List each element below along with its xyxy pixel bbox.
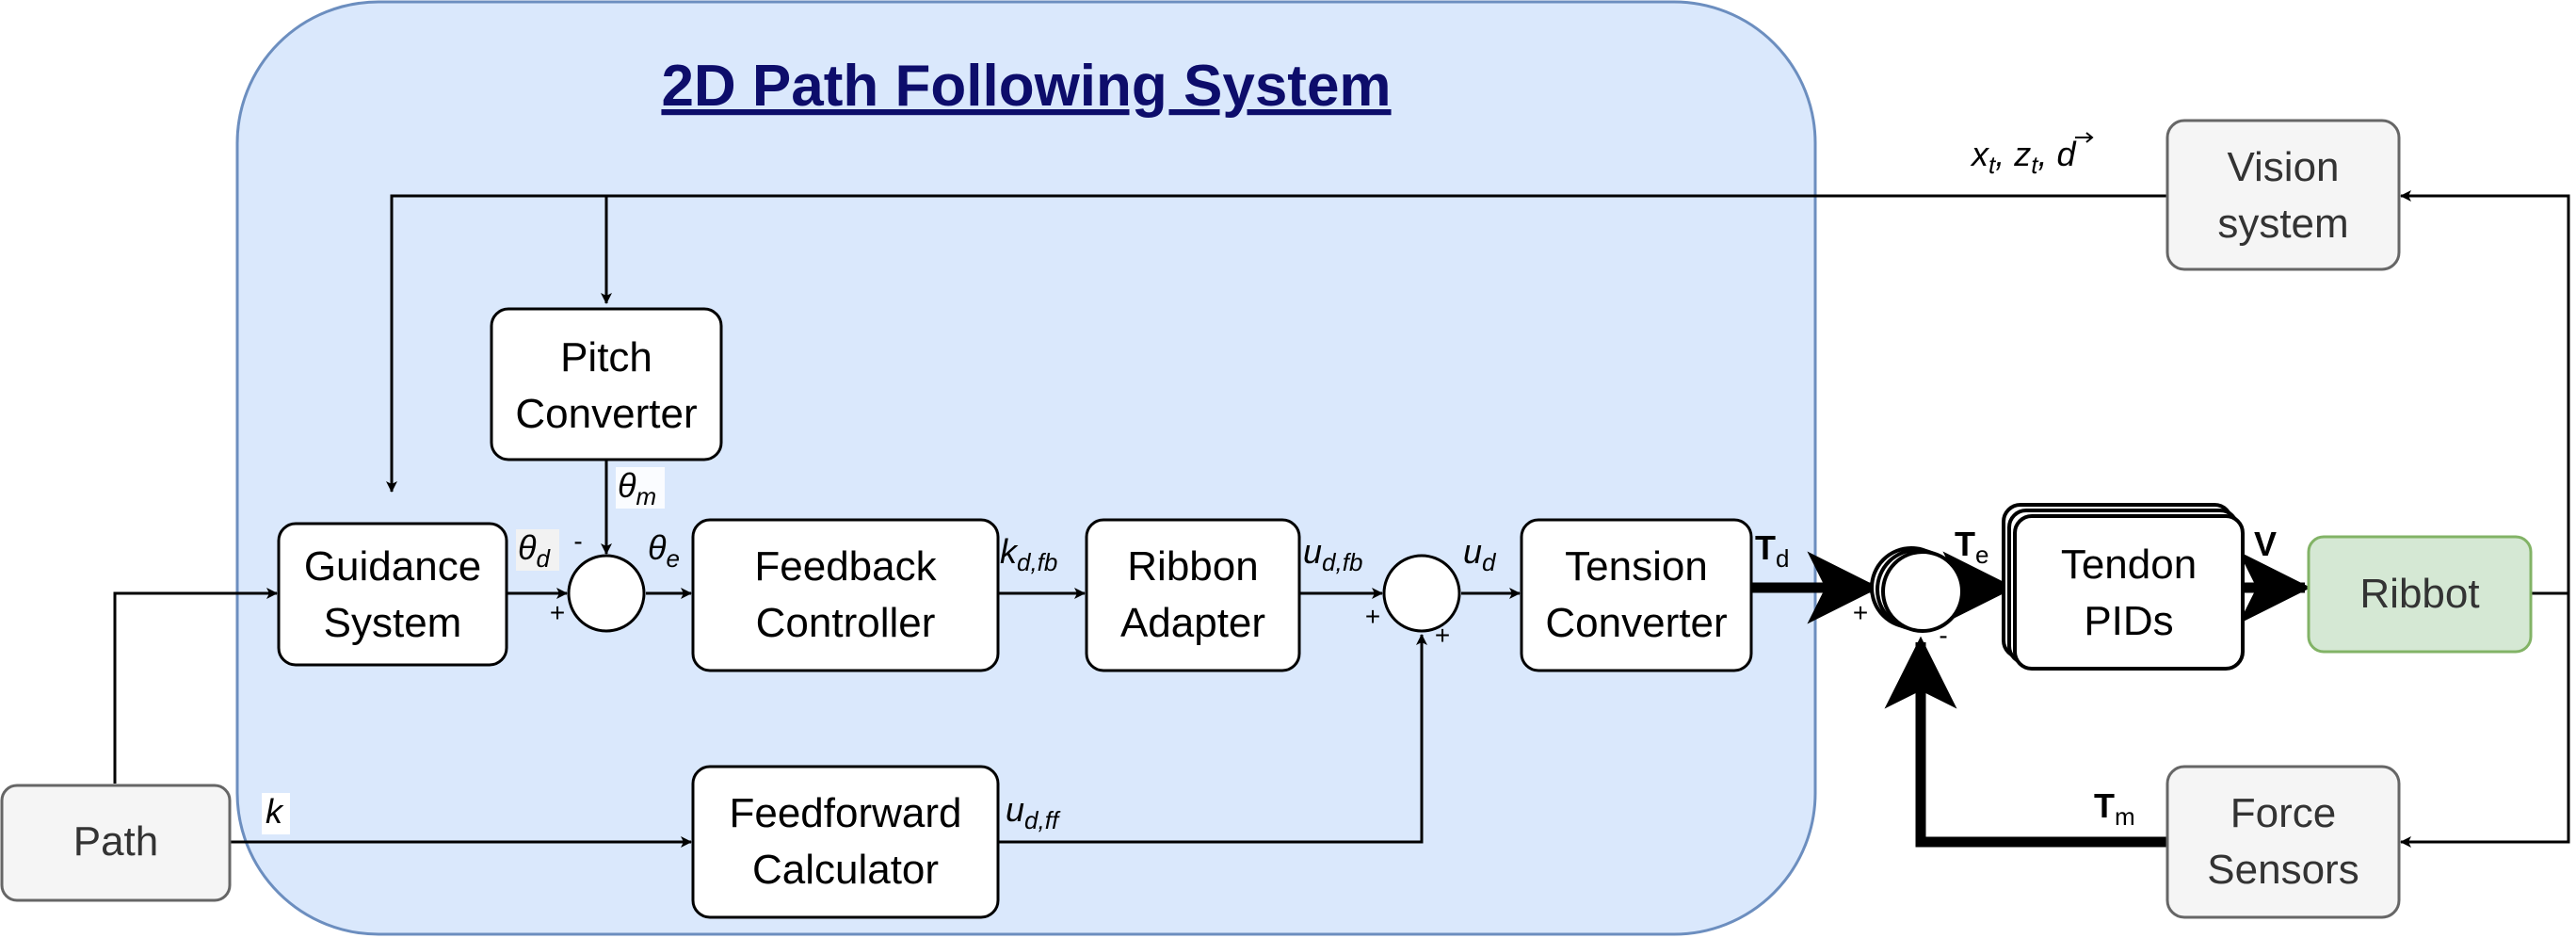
svg-text:Converter: Converter — [1545, 600, 1727, 646]
k-label: k — [266, 792, 284, 831]
path-block: Path — [0, 784, 232, 902]
u-dff-label: ud,ff — [1006, 790, 1061, 834]
pitch-converter-block: Pitch Converter — [490, 307, 723, 461]
svg-text:Feedback: Feedback — [754, 543, 937, 590]
svg-text:system: system — [2217, 201, 2348, 247]
k-label-bg — [262, 793, 290, 834]
svg-text:Ribbot: Ribbot — [2359, 571, 2479, 617]
svg-text:Tension: Tension — [1565, 543, 1708, 590]
sum1-plus-sign: + — [550, 598, 565, 627]
vision-system-block: Vision system — [2165, 119, 2401, 271]
u-d-label: ud — [1463, 532, 1497, 576]
theta-d-label-bg — [516, 529, 559, 571]
svg-text:Vision: Vision — [2227, 144, 2339, 190]
t-m-line — [1884, 636, 2167, 848]
svg-text:Feedforward: Feedforward — [729, 790, 961, 836]
ribbot-block: Ribbot — [2307, 535, 2533, 654]
svg-text:PIDs: PIDs — [2084, 598, 2173, 644]
tension-converter-block: Tension Converter — [1520, 518, 1753, 672]
ribbon-adapter-block: Ribbon Adapter — [1085, 518, 1301, 672]
tendon-pids-block: Tendon PIDs — [2002, 503, 2245, 671]
svg-text:Converter: Converter — [515, 391, 697, 437]
path-to-guidance-line — [113, 588, 278, 784]
summing-junction-control — [1382, 554, 1461, 633]
sum1-minus-sign: - — [573, 526, 582, 556]
system-container — [235, 0, 1817, 936]
connectors — [113, 190, 2570, 848]
feedback-controller-block: Feedback Controller — [691, 518, 1000, 672]
sum3-minus-sign: - — [1939, 621, 1947, 650]
svg-text:Pitch: Pitch — [560, 334, 652, 380]
ribbot-to-force-line — [2400, 593, 2570, 848]
theta-m-label: θm — [618, 466, 656, 510]
v-label: V — [2254, 525, 2277, 563]
sum2-plus-bottom-sign: + — [1435, 621, 1450, 650]
theta-d-label: θd — [518, 528, 552, 573]
feedforward-calculator-block: Feedforward Calculator — [691, 765, 1000, 919]
force-sensors-block: Force Sensors — [2165, 765, 2401, 919]
sum2-plus-left-sign: + — [1365, 602, 1380, 631]
svg-text:System: System — [324, 600, 462, 646]
svg-text:Force: Force — [2230, 790, 2336, 836]
thick-connectors — [1751, 551, 2311, 848]
k-dfb-label: kd,fb — [1000, 532, 1057, 576]
summing-junction-tension — [1870, 546, 1964, 633]
svg-text:Guidance: Guidance — [304, 543, 481, 590]
guidance-system-block: Guidance System — [277, 522, 508, 667]
svg-text:Sensors: Sensors — [2207, 847, 2359, 893]
sum3-plus-sign: + — [1853, 598, 1868, 627]
ribbot-output-line — [2400, 190, 2570, 595]
u-dff-line — [998, 634, 1427, 844]
theta-e-label: θe — [648, 528, 680, 573]
vision-output-label: xt, zt, d — [1970, 135, 2077, 179]
system-title: 2D Path Following System — [661, 54, 1391, 119]
t-d-label: Td — [1755, 528, 1789, 573]
svg-text:Path: Path — [73, 818, 159, 865]
theta-m-label-bg — [616, 467, 665, 509]
svg-text:Adapter: Adapter — [1120, 600, 1265, 646]
svg-text:Calculator: Calculator — [752, 847, 939, 893]
svg-text:Tendon: Tendon — [2061, 542, 2197, 588]
t-e-label: Te — [1955, 525, 1988, 569]
summing-junction-pitch — [567, 554, 646, 633]
svg-text:Controller: Controller — [756, 600, 936, 646]
vector-arrow-icon — [2075, 132, 2094, 143]
u-dfb-label: ud,fb — [1303, 532, 1362, 576]
t-m-label: Tm — [2094, 786, 2135, 831]
vision-feedback-line — [386, 194, 2167, 493]
svg-text:Ribbon: Ribbon — [1127, 543, 1258, 590]
